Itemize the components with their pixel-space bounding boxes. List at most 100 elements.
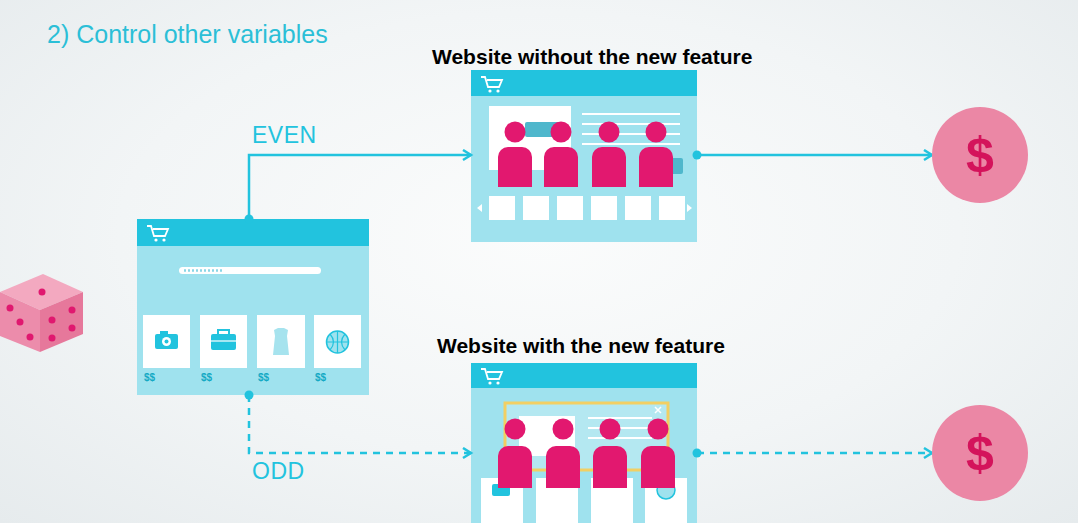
cart-icon	[496, 89, 499, 92]
dice-face	[0, 292, 40, 352]
website-body	[471, 363, 697, 523]
text-slot: Website with the new feature	[437, 334, 725, 358]
website-with-feature	[471, 363, 697, 523]
dice-dot	[69, 325, 76, 332]
search-bar	[179, 267, 321, 274]
website-bar	[137, 219, 369, 246]
scroll-arrow	[477, 204, 482, 212]
camera-icon	[162, 337, 171, 346]
person-body	[593, 446, 627, 488]
text-slot: $$	[258, 372, 269, 383]
person-head	[599, 122, 620, 143]
website-bar	[471, 363, 697, 388]
flow-arrow	[697, 154, 932, 157]
website-without-feature	[471, 70, 697, 242]
cart-icon	[481, 77, 502, 87]
text-slot: $$	[201, 372, 212, 383]
people	[498, 419, 675, 489]
camera-icon	[160, 331, 168, 335]
revenue-circle: $	[932, 107, 1028, 203]
website-body	[471, 70, 697, 242]
search-dots	[184, 269, 222, 272]
cart-icon	[488, 89, 491, 92]
dice-dot	[27, 334, 34, 341]
person-head	[505, 419, 526, 440]
person-head	[646, 122, 667, 143]
dice-dot	[17, 319, 24, 326]
person-body	[592, 147, 626, 187]
branch-label: ODD	[252, 458, 305, 485]
text-slot: $$	[144, 372, 155, 383]
cart-icon	[147, 226, 168, 236]
person-body	[546, 446, 580, 488]
person-head	[505, 122, 526, 143]
person-head	[553, 419, 574, 440]
briefcase-icon	[211, 334, 236, 350]
thumbnail	[523, 196, 549, 220]
flow-arrow	[249, 395, 471, 453]
branch-label: EVEN	[252, 122, 317, 149]
shop-website: $$$$$$$$	[137, 219, 369, 395]
edge-label-slot: ODD	[252, 458, 305, 485]
camera-icon	[165, 340, 169, 344]
product-card	[314, 315, 361, 368]
website-heading: Website with the new feature	[437, 334, 725, 358]
slide-title: 2) Control other variables	[47, 20, 328, 49]
text-line	[588, 437, 652, 439]
thumbnail	[659, 196, 685, 220]
cart-icon	[162, 238, 165, 241]
person-body	[544, 147, 578, 187]
dice-dot	[69, 307, 76, 314]
person-body	[498, 446, 532, 488]
person-body	[639, 147, 673, 187]
cart-icon	[496, 381, 499, 384]
camera-icon	[155, 334, 178, 349]
close-icon	[655, 407, 661, 413]
ball-icon	[327, 331, 349, 353]
dice-dot	[7, 305, 14, 312]
people	[498, 122, 673, 188]
cart-icon	[481, 369, 502, 379]
dice-dot	[49, 335, 56, 342]
website-bar	[471, 70, 697, 96]
briefcase-icon	[211, 340, 236, 341]
revenue-circle: $	[932, 405, 1028, 501]
thumbnail	[591, 196, 617, 220]
person-body	[498, 147, 532, 187]
shirt-icon	[273, 328, 289, 355]
price-label: $$	[201, 372, 212, 383]
text-line	[582, 123, 680, 125]
dice-dot	[39, 289, 46, 296]
flow-arrow	[697, 452, 932, 455]
person-head	[600, 419, 621, 440]
person-body	[641, 446, 675, 488]
text-slot: Website without the new feature	[432, 45, 752, 69]
thumbnail	[625, 196, 651, 220]
website-box: Website with the new feature	[471, 363, 697, 523]
edge-label-slot: EVEN	[252, 122, 317, 149]
dollar-sign: $	[966, 130, 994, 180]
text-slot: $	[932, 405, 1028, 501]
website-heading: Website without the new feature	[432, 45, 752, 69]
flow-arrow	[249, 155, 471, 219]
circle-fill	[932, 405, 1028, 501]
website-box: Website without the new feature	[471, 70, 697, 242]
thumbnail	[489, 196, 515, 220]
dollar-sign: $	[966, 428, 994, 478]
cart-icon	[488, 381, 491, 384]
title-slot: 2) Control other variables	[47, 20, 328, 49]
text-line	[582, 143, 680, 145]
price-label: $$	[258, 372, 269, 383]
cart-icon	[154, 238, 157, 241]
website-body	[137, 219, 369, 395]
dice-face	[40, 292, 83, 352]
shop-website	[137, 219, 369, 395]
product-card	[257, 315, 305, 368]
thumbnail	[557, 196, 583, 220]
product-card	[200, 315, 247, 368]
person-head	[648, 419, 669, 440]
price-label: $$	[144, 372, 155, 383]
